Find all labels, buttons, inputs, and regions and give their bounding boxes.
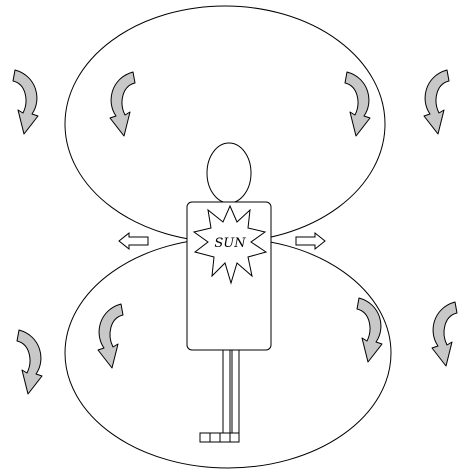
left-hollow-arrow-icon — [119, 233, 148, 249]
curved-arrow-icon-top-inner-left — [110, 72, 135, 136]
curved-arrow-icon-bottom-inner-left — [98, 304, 123, 368]
curved-arrow-icon-top-outer-right — [424, 70, 449, 134]
figure-head — [207, 143, 251, 203]
curved-arrow-icon-bottom-outer-left — [17, 330, 42, 394]
curved-arrow-icon-bottom-outer-right — [432, 302, 457, 366]
figure-feet — [200, 433, 239, 442]
curved-arrow-icon-top-inner-right — [345, 72, 370, 136]
figure-legs — [223, 350, 239, 442]
curved-arrow-icon-top-outer-left — [13, 70, 38, 134]
sun-label: SUN — [214, 236, 246, 251]
right-hollow-arrow-icon — [296, 233, 325, 249]
